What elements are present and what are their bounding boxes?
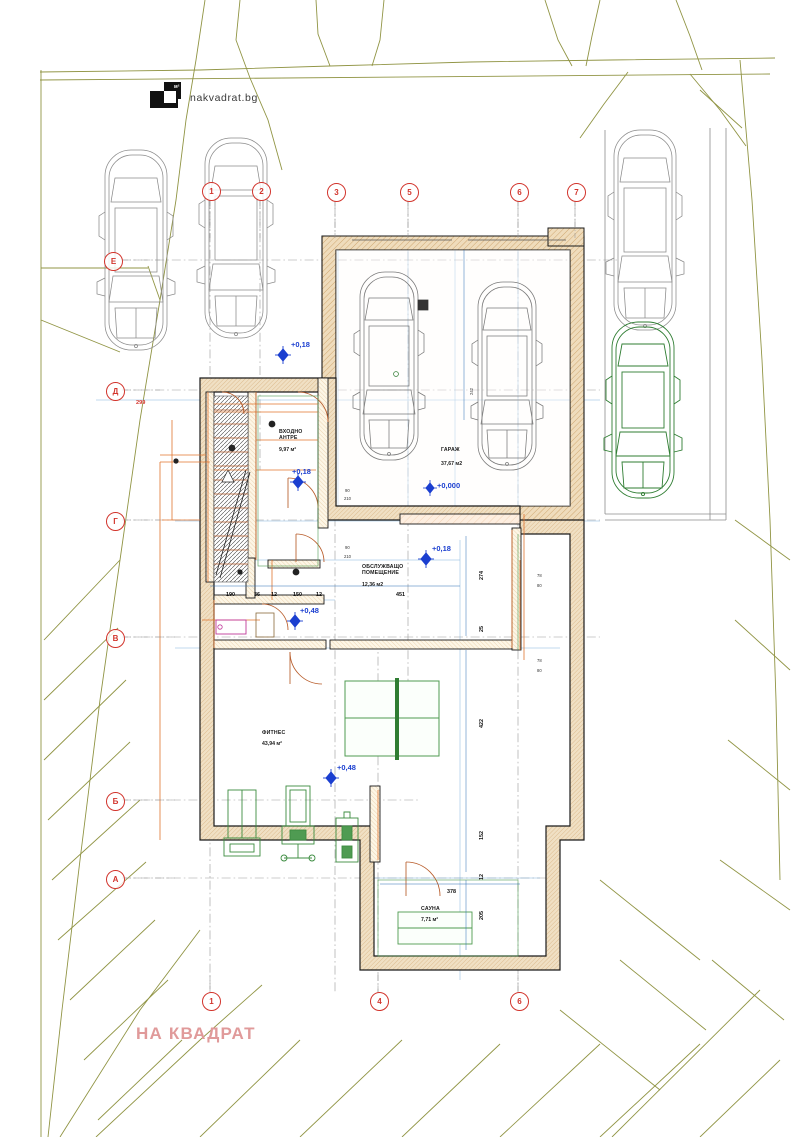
parked-car: [96, 129, 685, 351]
door-swing: [221, 391, 441, 897]
connection-wall: [399, 513, 521, 525]
grid-bubble-left-b[interactable]: Б: [106, 792, 125, 811]
dimension-274: 274: [479, 571, 485, 580]
car-in-garage: [352, 271, 544, 471]
window-width-78a: 78: [537, 573, 542, 578]
grid-bubble-bottom-4[interactable]: 4: [370, 992, 389, 1011]
grid-bubble-top-3[interactable]: 3: [327, 183, 346, 202]
dimension-25: 25: [479, 626, 485, 632]
grid-bubble-left-g[interactable]: Г: [106, 512, 125, 531]
sauna-interior: [397, 911, 473, 945]
elevation-label-2: +0,18: [292, 467, 311, 476]
parked-car-green: [603, 321, 683, 499]
dimension-lines: [210, 250, 520, 950]
terrain-contours: [39, 0, 791, 1137]
grid-bubble-left-e[interactable]: Е: [104, 252, 123, 271]
room-area-fitness: 43,94 м²: [262, 741, 282, 747]
dimension-190: 190: [226, 592, 235, 598]
grid-bubble-top-7[interactable]: 7: [567, 183, 586, 202]
grid-bubble-top-2[interactable]: 2: [252, 182, 271, 201]
dimension-299: 299: [136, 400, 146, 406]
room-area-service: 12,36 м2: [362, 582, 384, 588]
room-label-sauna: САУНА: [421, 906, 440, 912]
dimension-12a: 12: [271, 592, 277, 598]
window-height-80a: 80: [537, 583, 542, 588]
elevation-label-1: +0,18: [291, 340, 310, 349]
plumbing-fixture: [215, 612, 275, 638]
elevation-label-5: +0,48: [300, 606, 319, 615]
room-area-sauna: 7,71 м²: [421, 917, 439, 923]
dimension-422: 422: [479, 719, 485, 728]
grid-bubble-left-a[interactable]: А: [106, 870, 125, 889]
dimension-150: 150: [293, 592, 302, 598]
window-width-78b: 78: [537, 658, 542, 663]
room-area-garage: 37,67 м2: [441, 461, 463, 467]
door-width-90b: 90: [345, 488, 350, 493]
door-width-90a: 90: [345, 545, 350, 550]
logo-square-1: [150, 91, 167, 108]
grid-bubble-top-1[interactable]: 1: [202, 182, 221, 201]
dimension-36: 36: [254, 592, 260, 598]
room-label-entry: ВХОДНО АНТРЕ: [279, 429, 303, 441]
grid-bubble-top-5[interactable]: 5: [400, 183, 419, 202]
site-logo[interactable]: м² nakvadrat.bg: [150, 82, 280, 116]
door-height-210b: 210: [344, 496, 351, 501]
elevation-label-3: +0,000: [437, 481, 461, 490]
room-area-entry: 9,97 м²: [279, 447, 297, 453]
dimension-12b: 12: [316, 592, 322, 598]
grid-bubble-top-6[interactable]: 6: [510, 183, 529, 202]
door-height-210a: 210: [344, 554, 351, 559]
dimension-12c: 12: [479, 874, 485, 880]
grid-bubble-left-v[interactable]: В: [106, 629, 125, 648]
dimension-242: 242: [469, 388, 474, 395]
dimension-205: 205: [479, 911, 485, 920]
grid-bubble-left-d[interactable]: Д: [106, 382, 125, 401]
watermark-text: НА КВАДРАТ: [136, 1024, 256, 1043]
room-label-garage: ГАРАЖ: [441, 447, 460, 453]
elevation-label-6: +0,48: [337, 763, 356, 772]
utility-lines: [159, 392, 525, 860]
elevation-label-4: +0,18: [432, 544, 451, 553]
interior-partitions: [205, 377, 522, 863]
room-label-fitness: ФИТНЕС: [262, 730, 286, 736]
grid-bubble-bottom-1[interactable]: 1: [202, 992, 221, 1011]
gym-equipment: [223, 785, 359, 863]
green-outline: [257, 395, 519, 957]
window-height-80b: 80: [537, 668, 542, 673]
logo-text: nakvadrat.bg: [190, 92, 258, 104]
room-label-service: ОБСЛУЖВАЩО ПОМЕЩЕНИЕ: [362, 564, 404, 576]
dimension-152: 152: [479, 831, 485, 840]
grid-bubble-bottom-6[interactable]: 6: [510, 992, 529, 1011]
dimension-451: 451: [396, 592, 405, 598]
logo-square-inner: [164, 91, 176, 103]
ping-pong-table: [344, 678, 440, 760]
bubble-leaders: [122, 200, 576, 992]
staircase: [213, 395, 251, 583]
dimension-378: 378: [447, 889, 456, 895]
elevation-marker: [275, 346, 437, 787]
logo-superscript: м²: [174, 84, 180, 90]
garage-walls: [321, 227, 585, 521]
